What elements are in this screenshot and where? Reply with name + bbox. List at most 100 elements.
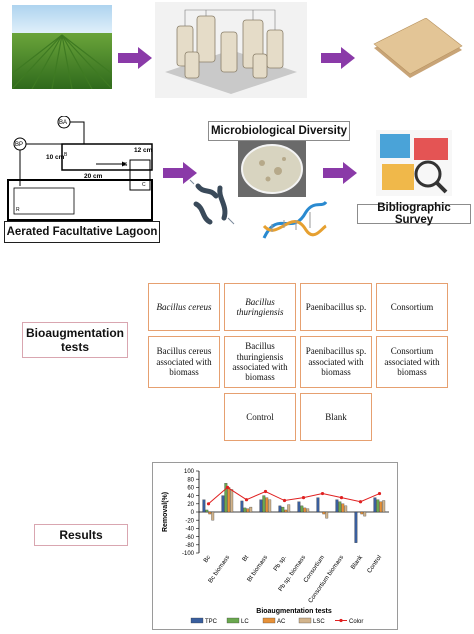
bar-lsc bbox=[287, 504, 291, 513]
dim-10-label: 10 cm bbox=[46, 154, 65, 161]
bar-lc bbox=[262, 495, 266, 513]
bar-ac bbox=[379, 501, 383, 513]
bar-lsc bbox=[363, 511, 367, 517]
legend-label: AC bbox=[277, 619, 286, 625]
category-label: Consortium biomass bbox=[307, 554, 345, 604]
color-point bbox=[263, 489, 268, 494]
category-label: Bt bbox=[241, 554, 250, 563]
bar-tpc bbox=[221, 495, 225, 513]
y-tick-label: -80 bbox=[185, 543, 194, 549]
color-point bbox=[358, 500, 363, 504]
y-tick-label: -100 bbox=[182, 551, 195, 557]
bar-lc bbox=[281, 506, 285, 513]
legend-swatch-ac bbox=[262, 617, 276, 624]
bar-lsc bbox=[211, 511, 215, 521]
bp-label: BP bbox=[15, 142, 23, 148]
color-point bbox=[301, 496, 306, 500]
bar-tpc bbox=[278, 505, 282, 513]
legend-label: Color bbox=[349, 619, 363, 625]
cell-bt: Bacillus thuringiensis bbox=[224, 283, 296, 331]
lagoon-diagram: BP BA 10 cm 12 cm 20 cm R B C S bbox=[6, 115, 156, 222]
bioreactor-plant-illustration bbox=[155, 2, 307, 98]
arrow-right-icon bbox=[321, 47, 355, 69]
tank-letter-r: R bbox=[16, 207, 20, 213]
research-collage-photo bbox=[376, 130, 452, 196]
bar-tpc bbox=[316, 497, 320, 513]
color-point bbox=[377, 491, 382, 496]
bar-tpc bbox=[240, 500, 244, 513]
bar-lsc bbox=[382, 500, 386, 513]
legend-label: TPC bbox=[205, 619, 218, 625]
arrow-right-icon bbox=[163, 162, 197, 184]
legend-swatch-lsc bbox=[298, 617, 312, 624]
legend-swatch-tpc bbox=[190, 617, 204, 624]
bar-tpc bbox=[202, 499, 206, 513]
dna-helix-icon bbox=[262, 198, 328, 242]
bar-ac bbox=[322, 511, 326, 515]
bar-lsc bbox=[325, 511, 329, 519]
cell-blank: Blank bbox=[300, 393, 372, 441]
bar-lsc bbox=[230, 489, 234, 513]
bacteria-icon bbox=[188, 178, 248, 226]
paper-sheets-photo bbox=[366, 18, 464, 82]
farm-field-photo bbox=[12, 5, 112, 89]
bar-lc bbox=[376, 499, 380, 513]
results-chart-svg: 100806040200-20-40-60-80-100Removal(%)Bc… bbox=[162, 469, 389, 625]
y-tick-label: 100 bbox=[184, 469, 195, 475]
category-label: Pb sp. bbox=[272, 554, 288, 573]
color-point bbox=[320, 491, 325, 496]
y-axis-label: Removal(%) bbox=[162, 492, 169, 532]
category-label: Control bbox=[366, 554, 383, 574]
bar-ac bbox=[303, 507, 307, 513]
bar-lc bbox=[205, 509, 209, 513]
color-point bbox=[206, 502, 211, 506]
y-tick-label: -40 bbox=[185, 527, 194, 533]
petri-dish-photo bbox=[238, 141, 306, 197]
y-tick-label: 20 bbox=[187, 502, 194, 508]
legend-label: LSC bbox=[313, 619, 325, 625]
tank-letter-s: S bbox=[124, 162, 128, 168]
y-tick-label: 0 bbox=[191, 510, 195, 516]
color-point bbox=[339, 496, 344, 500]
bar-tpc bbox=[335, 499, 339, 513]
dim-12-label: 12 cm bbox=[134, 147, 153, 154]
category-label: Bc bbox=[202, 554, 212, 564]
tank-letter-b: B bbox=[64, 152, 68, 158]
bar-ac bbox=[246, 508, 250, 513]
tank-letter-c: C bbox=[142, 182, 146, 188]
bar-lsc bbox=[268, 499, 272, 513]
cell-consortium-biomass: Consortium associated with biomass bbox=[376, 336, 448, 388]
cell-control: Control bbox=[224, 393, 296, 441]
bar-ac bbox=[208, 511, 212, 515]
bar-lc bbox=[243, 507, 247, 513]
bar-lsc bbox=[306, 508, 310, 513]
lagoon-label: Aerated Facultative Lagoon bbox=[4, 221, 160, 243]
bar-lc bbox=[300, 505, 304, 513]
results-label: Results bbox=[34, 524, 128, 546]
cell-bc-biomass: Bacillus cereus associated with biomass bbox=[148, 336, 220, 388]
legend-point-color bbox=[339, 618, 343, 623]
x-axis-label: Bioaugmentation tests bbox=[256, 608, 332, 615]
ba-label: BA bbox=[59, 120, 67, 126]
color-point bbox=[244, 498, 249, 502]
bar-ac bbox=[265, 497, 269, 513]
legend-label: LC bbox=[241, 619, 249, 625]
arrow-right-icon bbox=[118, 47, 152, 69]
dim-20-label: 20 cm bbox=[84, 173, 103, 180]
y-tick-label: -60 bbox=[185, 535, 194, 541]
bar-lc bbox=[338, 501, 342, 513]
bar-lc bbox=[224, 483, 228, 513]
bar-ac bbox=[341, 503, 345, 513]
bar-tpc bbox=[373, 497, 377, 513]
bar-tpc bbox=[354, 511, 358, 543]
legend-swatch-lc bbox=[226, 617, 240, 624]
bar-ac bbox=[227, 487, 231, 513]
bar-tpc bbox=[297, 501, 301, 513]
y-tick-label: 40 bbox=[187, 494, 194, 500]
cell-bc: Bacillus cereus bbox=[148, 283, 220, 331]
cell-consortium: Consortium bbox=[376, 283, 448, 331]
cell-pb: Paenibacillus sp. bbox=[300, 283, 372, 331]
y-tick-label: -20 bbox=[185, 518, 194, 524]
bar-ac bbox=[360, 511, 364, 515]
